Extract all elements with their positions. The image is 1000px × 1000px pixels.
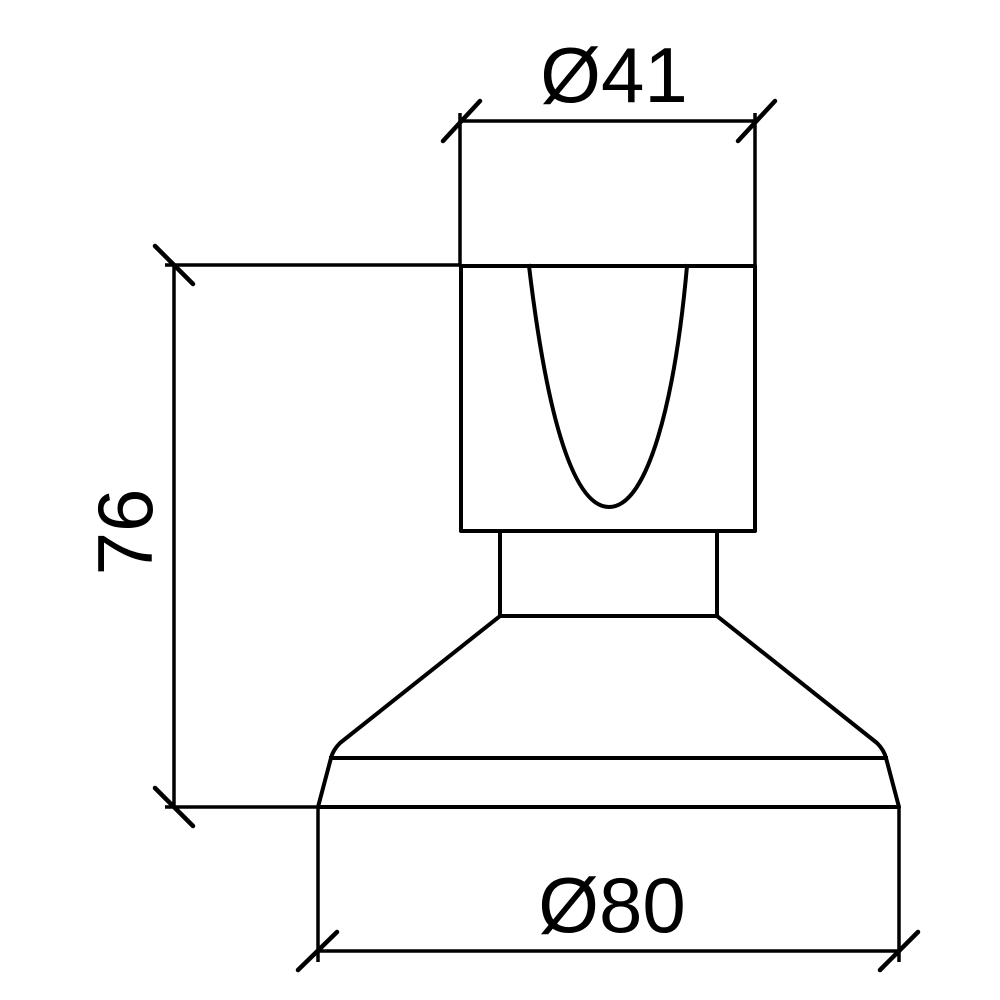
dimension-height: 76 [81,243,461,829]
dimension-label-base: Ø80 [538,861,685,949]
neck [498,529,719,618]
dimension-label-top: Ø41 [540,31,687,119]
grip-head [459,263,757,533]
grip-head-body [459,264,757,533]
tick-mark-icon [440,98,483,144]
grip-groove [526,263,690,509]
tick-mark-icon [152,785,196,829]
cone-outline [316,613,901,809]
tick-mark-icon [735,98,778,144]
tick-mark-icon [295,929,340,973]
conical-base [316,613,901,809]
dimension-base-diameter: Ø80 [295,807,921,973]
dimension-label-height: 76 [81,489,169,576]
dimension-top-diameter: Ø41 [440,31,778,266]
tick-mark-icon [152,243,196,287]
tick-mark-icon [877,929,921,973]
